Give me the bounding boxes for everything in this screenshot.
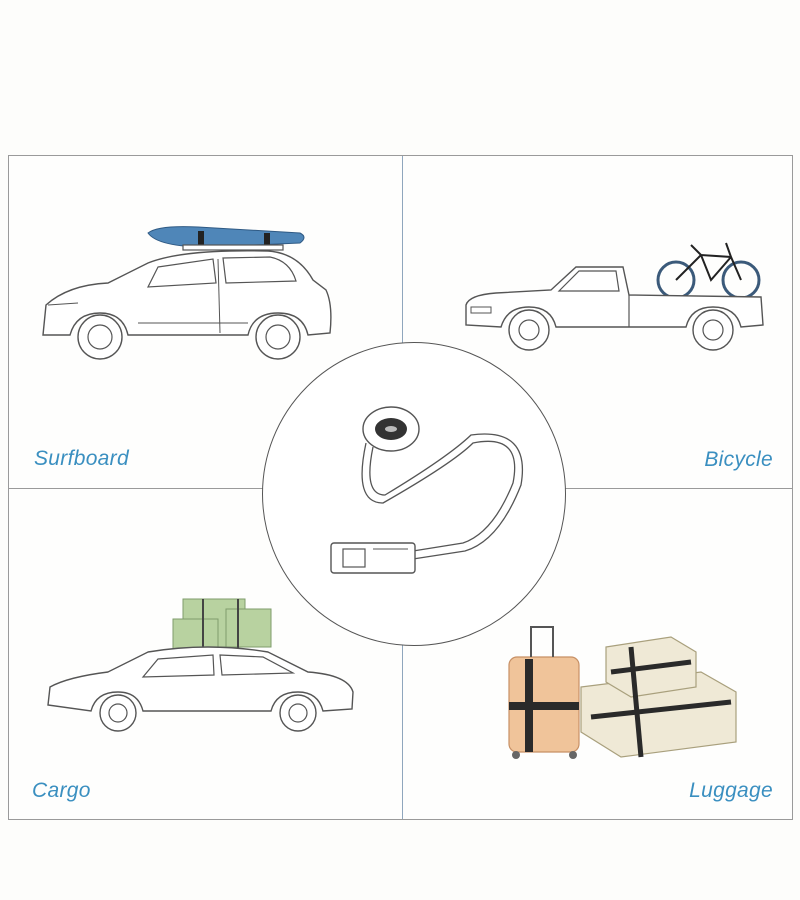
label-cargo: Cargo [32,779,91,802]
label-bicycle: Bicycle [704,448,773,471]
lashing-strap-with-buckle-icon [330,406,523,574]
panel-cargo: Cargo [8,487,401,820]
product-circle [262,342,566,646]
label-luggage: Luggage [689,779,773,802]
panel-luggage: Luggage [401,487,793,820]
sedan-with-cargo-icon [47,598,354,732]
pickup-truck-with-bicycle-icon [465,242,764,351]
panel-surfboard: Surfboard [8,155,401,487]
car-with-surfboard-icon [42,226,332,360]
label-surfboard: Surfboard [34,447,129,470]
panel-bicycle: Bicycle [401,155,793,487]
luggage-strapped-icon [508,626,737,759]
